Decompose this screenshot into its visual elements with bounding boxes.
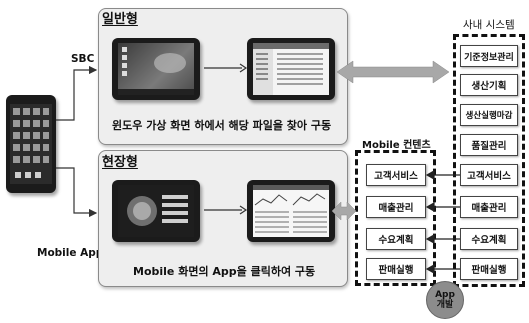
system-master-data: 기준정보관리: [460, 45, 518, 67]
field-tablet-screen: [118, 185, 194, 237]
internal-system-box: [453, 34, 525, 287]
field-type-caption: Mobile 화면의 App을 클릭하여 구동: [133, 265, 316, 278]
field-to-contents-double-arrow-icon: [331, 201, 357, 221]
system-demand-planning: 수요계획: [460, 228, 518, 250]
mobile-content-sales-execution: 판매실행: [366, 258, 426, 280]
system-sales-execution: 판매실행: [460, 258, 518, 280]
general-tablet-screen: [118, 43, 194, 95]
internal-system-label: 사내 시스템: [463, 19, 515, 31]
mobile-content-demand-planning: 수요계획: [366, 228, 426, 250]
mobile-app-connector: [56, 167, 98, 218]
field-type-title: 현장형: [102, 155, 138, 170]
mobile-contents-box: [355, 150, 436, 286]
file-explorer-icon: [253, 43, 329, 95]
dashboard-screen: [253, 185, 329, 237]
system-quality-management: 품질관리: [460, 134, 518, 156]
general-tablet: [112, 38, 200, 100]
mobile-app-menu-icon: [127, 195, 188, 226]
sbc-connector: [56, 65, 98, 121]
mobile-app-label: Mobile App: [37, 247, 104, 259]
field-dashboard-tablet: [247, 180, 335, 242]
system-production-planning: 생산기획: [460, 74, 518, 96]
mobile-content-customer-service: 고객서비스: [366, 164, 426, 186]
app-development-label: App 개발: [435, 290, 455, 310]
general-type-caption: 윈도우 가상 화면 하에서 해당 파일을 찾아 구동: [112, 119, 332, 132]
mobile-content-sales-management: 매출관리: [366, 196, 426, 218]
sync-arrows: [426, 169, 460, 275]
system-customer-service: 고객서비스: [460, 164, 518, 186]
mobile-device-screen: [10, 104, 52, 184]
desktop-wallpaper-icon: [118, 47, 194, 95]
general-type-title: 일반형: [102, 12, 138, 27]
app-development-badge: App 개발: [426, 281, 464, 319]
app-grid-icon: [13, 108, 49, 178]
file-explorer-screen: [253, 43, 329, 95]
mobile-contents-label: Mobile 컨텐츠: [362, 140, 431, 151]
system-sales-management: 매출관리: [460, 196, 518, 218]
field-arrow-icon: [204, 205, 248, 215]
system-production-closing: 생산실행마감: [460, 104, 518, 126]
sbc-label: SBC: [71, 53, 95, 65]
general-to-system-double-arrow-icon: [336, 60, 450, 84]
general-file-tablet: [247, 38, 335, 100]
field-tablet: [112, 180, 200, 242]
general-arrow-icon: [204, 63, 248, 73]
dashboard-charts-icon: [253, 185, 329, 233]
mobile-device: [6, 95, 56, 193]
